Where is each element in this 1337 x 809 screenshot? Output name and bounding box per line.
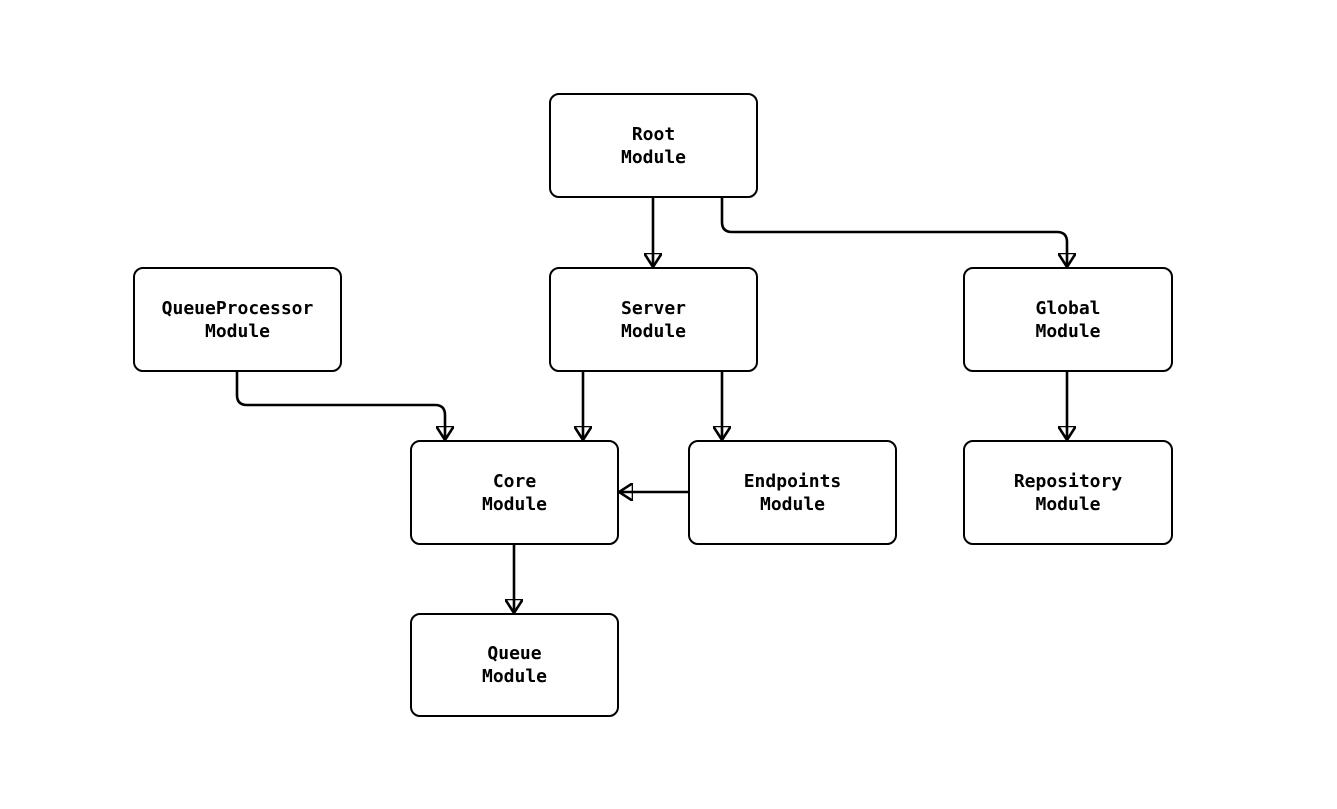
node-core-module: Core Module: [410, 440, 619, 545]
node-repository-module: Repository Module: [963, 440, 1173, 545]
edge-queueprocessor-to-core: [235, 372, 445, 440]
node-label-line1: Global: [1035, 297, 1101, 319]
node-label-line1: Server: [620, 297, 687, 319]
node-queueprocessor-module: QueueProcessor Module: [133, 267, 342, 372]
node-label-line1: Core: [492, 470, 537, 492]
edge-root-to-global: [720, 198, 1067, 267]
node-label-line2: Module: [204, 320, 271, 342]
node-label-line1: Endpoints: [743, 470, 842, 492]
node-label-line2: Module: [1035, 320, 1101, 342]
node-root-module: Root Module: [549, 93, 758, 198]
node-label-line2: Module: [481, 666, 548, 687]
node-label-line2: Module: [620, 320, 687, 342]
node-endpoints-module: Endpoints Module: [688, 440, 897, 545]
node-label-line1: QueueProcessor: [161, 297, 314, 319]
node-label-line1: Root: [631, 123, 676, 145]
node-server-module: Server Module: [549, 267, 758, 372]
node-label-line2: Module: [620, 146, 687, 168]
node-label-line1: Repository: [1013, 470, 1123, 492]
node-label-line1: Queue: [487, 643, 542, 664]
node-queue-module: Queue Module: [410, 613, 619, 717]
node-label-line2: Module: [759, 493, 826, 515]
node-label-line2: Module: [1035, 493, 1101, 515]
node-label-line2: Module: [481, 493, 548, 515]
node-global-module: Global Module: [963, 267, 1173, 372]
